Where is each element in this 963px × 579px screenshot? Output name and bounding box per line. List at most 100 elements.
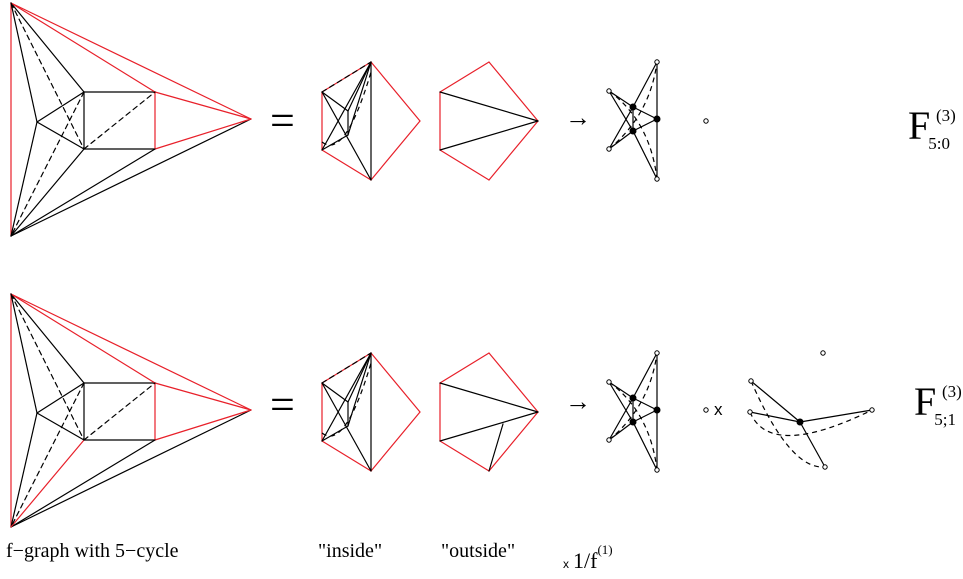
reduced-graph-r2-edge [632,352,658,399]
outside-pentagon-r1-edge [488,120,539,181]
extra-graph-r2-edge [750,380,801,423]
graph-r2-edge [36,412,85,441]
extra-graph-r2-edge [749,411,801,423]
graph-r1-edge [10,148,85,237]
reduced-graph-r2-open-vertex [606,437,612,443]
inside-pentagon-r1-edge [321,91,372,181]
inside-pentagon-r1-edge [370,61,421,122]
reduced-graph-r2-edge [608,397,634,441]
reduced-graph-r1-vertex [653,115,661,123]
reduced-graph-r2-open-vertex [654,350,660,356]
reduced-graph-r1-edge [632,61,658,108]
reduced-graph-r1-open-vertex [654,176,660,182]
inside-pentagon-r1-edge [321,134,349,151]
reduced-graph-r2-edge [632,397,658,411]
outside-pentagon-r2-edge [439,411,539,442]
graph-r1-edge [10,2,156,93]
reduced-graph-r2-vertex [629,418,637,426]
reduced-graph-r1-open-vertex [606,146,612,152]
inside-pentagon-r2-edge [347,352,372,427]
caption-inside: "inside" [318,540,383,562]
reduced-graph-r1-open-vertex [654,59,660,65]
isolated-vertex-r2 [703,407,709,413]
graph-r1-edge [10,2,38,123]
reduced-graph-r1-edge [632,118,658,132]
graph-r2-edge [10,439,85,528]
inside-pentagon-r2-edge [370,352,421,413]
reduced-graph-r1-vertex [629,103,637,111]
reduced-graph-r1-edge [632,106,658,120]
reduced-graph-r2-edge [632,409,658,423]
times-sign-row2: x [714,400,723,419]
inside-pentagon-r1-edge [321,61,372,151]
extra-graph-r2-edge [799,409,873,423]
f-label-row2: F5;1(3) [914,379,962,430]
inside-pentagon-r2-edge [321,382,349,403]
outside-pentagon-r2-edge [488,352,539,413]
outside-pentagon-r2-edge [488,423,504,472]
graph-r1-edge [154,91,252,120]
outside-pentagon-r1-edge [439,91,539,122]
arrow-row1: → [565,103,591,132]
extra-graph-r2-open-vertex [822,464,828,470]
graph-r1-edge [10,118,252,237]
f-label-row1-sup: (3) [935,106,956,125]
outside-pentagon-r1-edge [439,61,490,93]
inside-pentagon-r2-edge [321,352,372,442]
equals-sign-row2: = [270,380,295,429]
graph-r2-edge [10,293,38,414]
inside-pentagon-r2-dashed [321,362,372,437]
graph-r2-edge [10,293,252,411]
graph-r1-edge [10,121,38,237]
inside-pentagon-r1-edge [321,91,349,112]
reduced-graph-r2-edge [608,381,634,423]
f-label-row2-sup: (3) [941,382,962,401]
inside-pentagon-r2-edge [321,440,372,472]
inside-pentagon-r1-dashed [321,71,372,146]
reduced-graph-r2-open-vertex [606,379,612,385]
outside-pentagon-r1-edge [488,61,539,122]
graph-r2-dashed [10,293,85,441]
reduced-graph-r2-dashed [608,352,658,441]
f-label-row1: F5:0(3) [908,103,956,154]
graph-r2-edge [10,293,156,384]
reduced-graph-r1-edge [608,90,634,132]
graph-r1-dashed [10,2,85,150]
extra-graph-r2-dashed [750,380,826,468]
extra-graph-r2-vertex [796,418,804,426]
reduced-graph-r2-open-vertex [654,467,660,473]
graph-r2-edge [10,293,85,384]
extra-graph-r2-open-vertex [869,407,875,413]
inside-pentagon-r2-edge [321,382,372,472]
inside-pentagon-r1-edge [347,61,372,136]
equals-sign-row1: = [270,96,295,145]
inside-pentagon-r2-edge [321,425,349,442]
reduced-graph-r1-vertex [629,127,637,135]
graph-r1-edge [10,148,156,237]
arrow-row2: → [565,387,591,416]
f-label-row1-sub: 5:0 [928,134,950,153]
graph-r2-edge [154,409,252,441]
f-label-row2-sub: 5;1 [934,410,956,429]
extra-graph-r2-open-vertex [747,409,753,415]
caption-outside: "outside" [441,540,516,562]
graph-r2-edge [154,382,252,411]
graph-r1-dashed [10,91,85,237]
reduced-graph-r1-open-vertex [606,88,612,94]
outside-pentagon-r2-edge [439,440,490,472]
inside-pentagon-r2-edge [347,352,372,403]
graph-r2-edge [36,382,85,414]
reduced-graph-r2-edge [632,421,658,471]
outside-pentagon-r1-edge [439,149,490,181]
isolated-vertex-r1 [703,118,709,124]
inside-pentagon-r1-edge [321,149,372,181]
extra-graph-r2-edge [799,421,826,468]
graph-r1-edge [36,121,85,150]
reduced-graph-r2-dashed [608,381,658,471]
graph-r1-edge [10,2,85,93]
extra-graph-r2-open-vertex [748,378,754,384]
reduced-graph-r1-dashed [608,90,658,180]
reduced-graph-r1-edge [608,106,634,150]
outside-pentagon-r2-edge [439,382,539,413]
outside-pentagon-r2-edge [488,411,539,472]
